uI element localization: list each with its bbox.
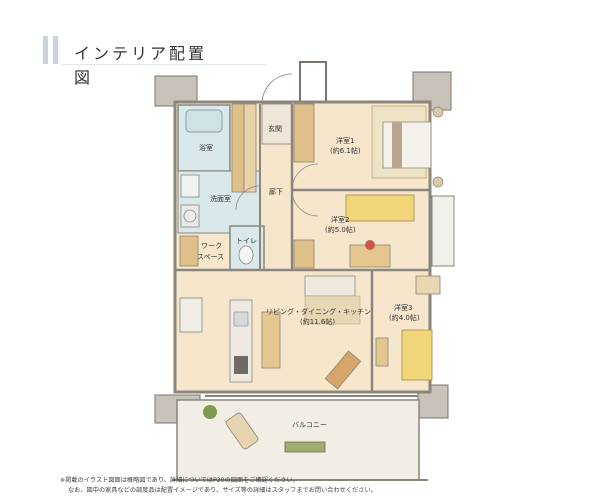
room-label-toilet: トイレ <box>236 237 257 245</box>
washbasin <box>180 174 200 198</box>
plant <box>203 405 217 419</box>
room-label-bedroom2: 洋室2 <box>331 215 349 224</box>
entrance-door-swing <box>261 73 293 105</box>
balcony-floor <box>176 399 420 481</box>
sofa <box>304 275 356 297</box>
entrance-area <box>261 103 293 145</box>
double-bed <box>382 121 432 169</box>
side-balcony <box>431 195 455 267</box>
cooktop <box>234 356 248 374</box>
bed-runner <box>392 122 402 168</box>
room-label-bath: 浴室 <box>199 143 213 152</box>
sink <box>233 311 249 327</box>
room-label-bedroom1-size: (約6.1帖) <box>330 146 361 155</box>
kids-bed <box>345 194 415 222</box>
page-title: インテリア配置図 <box>74 44 208 87</box>
room-label-balcony: バルコニー <box>292 421 327 429</box>
washing-machine <box>180 204 200 228</box>
dining-table <box>261 311 281 369</box>
title-underline <box>62 64 266 65</box>
lounge-chair <box>225 412 259 450</box>
room-label-washroom: 洗面室 <box>210 194 231 203</box>
title-accent-bar <box>43 36 48 64</box>
single-bed <box>401 329 433 381</box>
room-label-hallway: 廊下 <box>269 187 283 196</box>
disclaimer-note: ※掲載のイラスト図面は概略図であり、詳細についてはP20の図面をご確認ください。 <box>60 477 299 484</box>
room-label-bedroom1: 洋室1 <box>336 136 354 145</box>
work-desk <box>179 235 199 267</box>
disclaimer-note: なお、図中の家具などの調度品は配置イメージであり、サイズ等の詳細はスタッフまでお… <box>68 487 377 494</box>
chest <box>415 275 441 295</box>
fridge-shelf <box>179 297 203 333</box>
living-rug <box>304 295 361 325</box>
room-label-bedroom3: 洋室3 <box>394 303 412 312</box>
shoe-cabinet <box>231 103 245 193</box>
bedroom2-closet <box>293 239 315 269</box>
bedroom3-desk <box>375 337 389 367</box>
room-label-genkan: 玄関 <box>268 124 282 133</box>
tv-board <box>324 350 362 390</box>
desk-chair <box>365 240 375 250</box>
bathtub <box>185 109 223 133</box>
storage-closet <box>243 103 257 193</box>
room-label-workspace-line2: スペース <box>197 253 224 261</box>
room-label-ldk: リビング・ダイニング・キッチン <box>266 307 371 316</box>
room-label-bedroom2-size: (約5.0帖) <box>325 225 356 234</box>
door-swing <box>291 163 319 191</box>
meter-box <box>299 61 327 105</box>
page-title-bar: インテリア配置図 <box>43 36 266 87</box>
nightstand-lamp <box>432 106 444 118</box>
door-swing <box>291 189 319 217</box>
pillar-top-right <box>412 71 452 111</box>
room-label-bedroom3-size: (約4.0帖) <box>389 313 420 322</box>
toilet-bowl <box>238 245 254 265</box>
bedroom1-closet <box>293 103 315 163</box>
nightstand-lamp <box>432 176 444 188</box>
room-label-ldk-size: (約11.6帖) <box>300 317 335 326</box>
planter <box>284 441 326 453</box>
washer-drum <box>183 209 197 223</box>
door-swing <box>235 185 261 211</box>
title-accent-bar <box>53 36 58 64</box>
room-label-workspace-line1: ワーク <box>201 242 222 250</box>
